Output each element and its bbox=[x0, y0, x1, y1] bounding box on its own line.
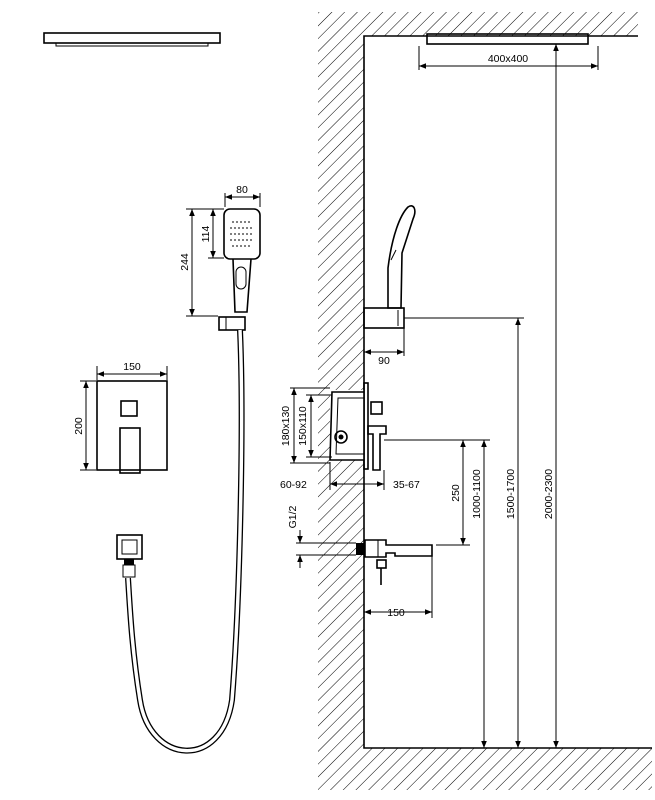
dim-spout-offset: 250 bbox=[384, 439, 488, 546]
shower-head-side-view bbox=[43, 32, 221, 47]
wall-outline bbox=[363, 35, 652, 749]
label-holder-projection: 90 bbox=[378, 355, 390, 367]
dim-plate-height: 200 bbox=[73, 380, 96, 471]
label-handshower-width: 80 bbox=[236, 184, 248, 196]
dim-head-size: 400x400 bbox=[418, 46, 599, 70]
label-handshower-head-height: 114 bbox=[200, 225, 212, 242]
dim-head-height: 2000-2300 bbox=[543, 44, 559, 748]
dim-box-depth: 60-92 35-67 bbox=[280, 462, 420, 491]
label-handle-projection: 35-67 bbox=[393, 479, 420, 491]
label-holder-height: 1500-1700 bbox=[505, 469, 517, 519]
dim-holder-projection: 90 bbox=[364, 328, 405, 367]
label-head-height: 2000-2300 bbox=[543, 469, 555, 519]
holder-with-hand-shower bbox=[363, 205, 416, 329]
dim-handshower-head-height: 114 bbox=[200, 208, 224, 259]
wall-hatch bbox=[318, 12, 652, 790]
label-box-outer: 180x130 bbox=[280, 406, 292, 446]
dim-mixer-height: 1000-1100 bbox=[456, 439, 490, 748]
label-box-inner: 150x110 bbox=[297, 406, 309, 446]
concealed-mixer bbox=[329, 382, 387, 471]
dim-holder-height: 1500-1700 bbox=[404, 317, 524, 748]
dim-box-outer: 180x130 bbox=[280, 387, 330, 464]
mounted-shower-head bbox=[426, 33, 589, 45]
mixer-cover-plate bbox=[96, 380, 168, 474]
label-head-size: 400x400 bbox=[488, 53, 528, 65]
wall-outlet bbox=[116, 534, 143, 578]
label-spout-offset: 250 bbox=[450, 484, 462, 502]
dim-plate-width: 150 bbox=[96, 361, 168, 380]
dim-spout-length: 150 bbox=[364, 556, 433, 619]
label-handshower-length: 244 bbox=[179, 253, 191, 271]
dim-box-inner: 150x110 bbox=[297, 394, 332, 458]
label-spout-length: 150 bbox=[387, 607, 405, 619]
label-plate-width: 150 bbox=[123, 361, 141, 373]
hose bbox=[125, 329, 245, 754]
dim-handshower-width: 80 bbox=[224, 184, 261, 207]
label-box-depth: 60-92 bbox=[280, 479, 307, 491]
bath-spout bbox=[356, 539, 433, 585]
dim-thread: G1/2 bbox=[287, 505, 356, 568]
label-mixer-height: 1000-1100 bbox=[471, 469, 483, 519]
label-plate-height: 200 bbox=[73, 417, 85, 435]
hand-shower-nozzles bbox=[230, 221, 254, 247]
label-thread: G1/2 bbox=[287, 505, 299, 528]
hand-shower bbox=[125, 208, 261, 754]
dim-handshower-length: 244 bbox=[179, 208, 218, 317]
